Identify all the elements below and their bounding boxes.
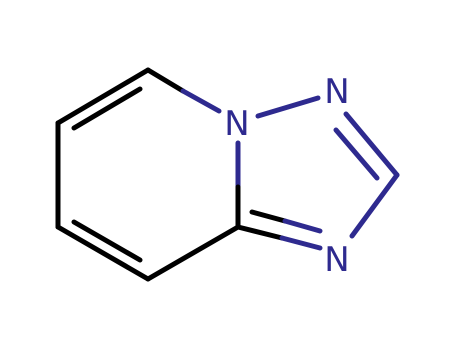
- atom-label-n2: N: [324, 72, 349, 112]
- bond-c7-c8-inner: [71, 219, 143, 263]
- triazole-ring: [235, 95, 400, 251]
- bond-n2-c2: [343, 111, 400, 178]
- bond-c8-c8a: [145, 224, 241, 282]
- bond-c8a-n3-inner-black: [249, 209, 288, 224]
- bond-n1-n2: [255, 95, 321, 119]
- bond-c5-n1-blue: [180, 88, 222, 114]
- bond-n2-c2-inner: [333, 127, 380, 181]
- atom-label-n3: N: [324, 240, 349, 280]
- bond-c2-n3: [349, 172, 400, 239]
- bond-c8a-n3-black: [235, 224, 285, 241]
- pyridine-ring: [55, 67, 241, 282]
- bond-c5-c6: [55, 67, 151, 126]
- bond-c7-c8: [55, 224, 151, 282]
- bond-c5-c6-inner: [71, 86, 143, 131]
- bond-c8a-n3-inner-blue: [282, 218, 323, 234]
- bond-c8a-n3-blue: [279, 235, 323, 251]
- atom-labels: N N N: [224, 72, 349, 280]
- bond-c5-n1-black: [145, 67, 186, 94]
- atom-label-n1: N: [224, 104, 249, 144]
